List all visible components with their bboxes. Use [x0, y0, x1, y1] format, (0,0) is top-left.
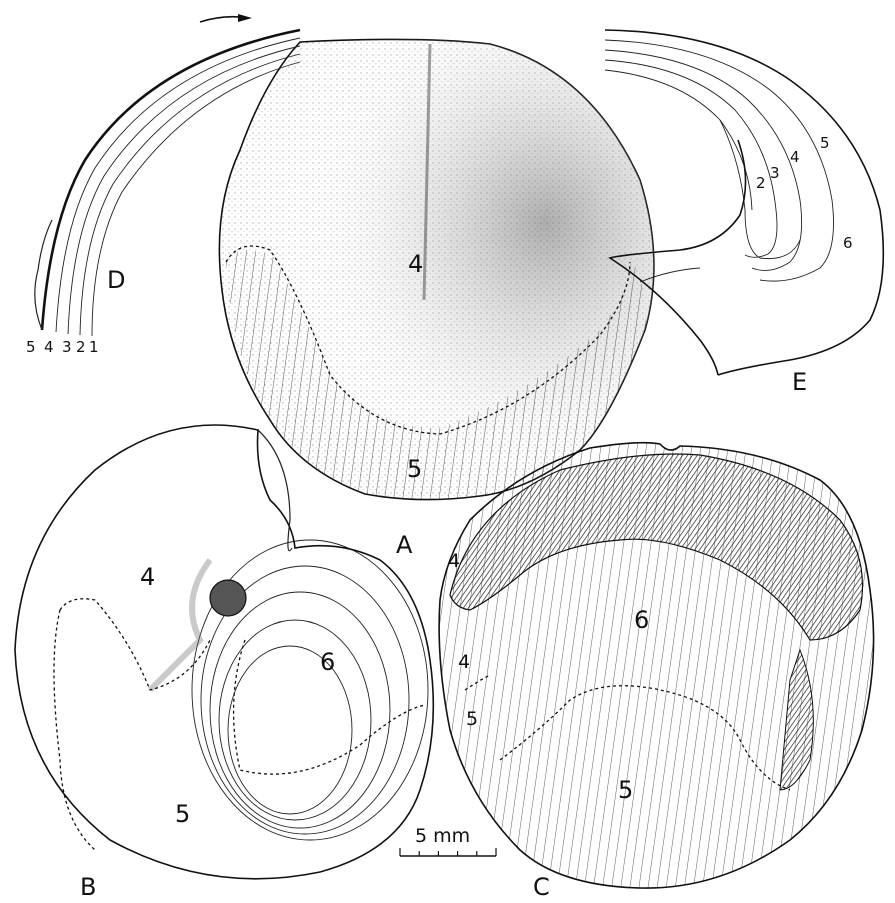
fig-a-zone-4: 4 — [408, 250, 423, 278]
fig-b-letter: B — [80, 873, 96, 901]
fig-c-zone-5b: 5 — [618, 776, 633, 804]
fig-d-layer-1: 1 — [89, 338, 99, 356]
fig-c-letter: C — [533, 873, 550, 901]
fig-d-layer-5: 5 — [26, 338, 36, 356]
fig-e-layer-3: 3 — [770, 164, 780, 182]
figure-b: 4 6 5 B — [15, 425, 433, 901]
fig-c-zone-6: 6 — [634, 606, 649, 634]
fig-e-layer-2: 2 — [756, 174, 766, 192]
fig-d-layer-3: 3 — [62, 338, 72, 356]
fig-e-layer-6: 6 — [843, 234, 853, 252]
fig-b-zone-6: 6 — [320, 648, 335, 676]
fig-e-letter: E — [792, 368, 807, 396]
fig-a-zone-5: 5 — [407, 455, 422, 483]
scale-bar-ticks — [400, 848, 496, 856]
fig-c-zone-4b: 4 — [458, 651, 470, 673]
fig-c-zone-4a: 4 — [448, 550, 460, 572]
fig-c-zone-5a: 5 — [466, 708, 478, 730]
fig-d-layer-4: 4 — [44, 338, 54, 356]
figure-c: 4 4 5 6 5 C — [439, 443, 873, 901]
scale-bar: 5 mm — [400, 825, 496, 856]
fig-b-zone-4: 4 — [140, 563, 155, 591]
fig-d-letter: D — [107, 266, 125, 294]
fig-d-layer-2: 2 — [76, 338, 86, 356]
fig-e-layer-4: 4 — [790, 148, 800, 166]
fig-e-layer-5: 5 — [820, 134, 830, 152]
fig-b-zone-5: 5 — [175, 800, 190, 828]
fig-a-letter: A — [396, 531, 413, 559]
scale-bar-label: 5 mm — [415, 825, 470, 847]
